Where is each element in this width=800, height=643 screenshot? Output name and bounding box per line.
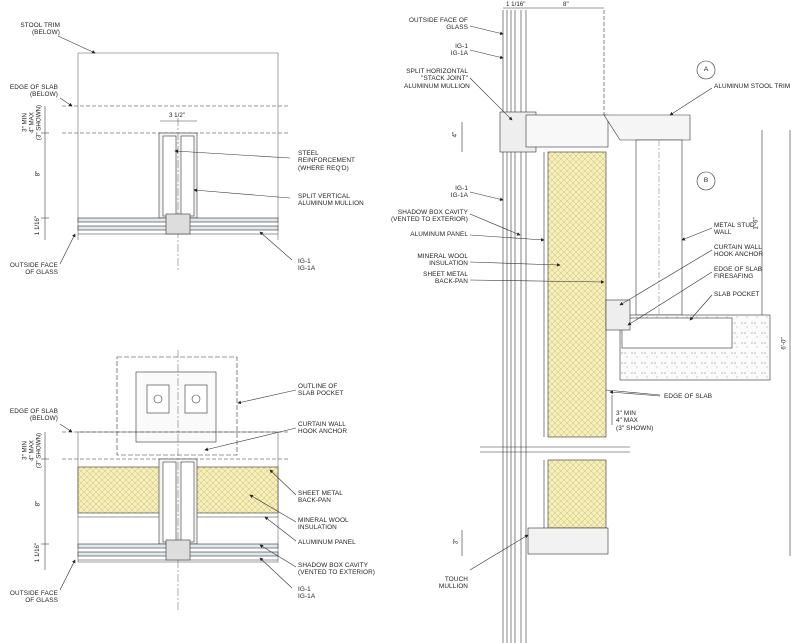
- top-dim-width: 3 1/2": [169, 112, 185, 119]
- top-ig-label: IG-1 IG-1A: [298, 258, 316, 273]
- section-aluminum-panel-label: ALUMINUM PANEL: [410, 231, 468, 238]
- section-tag-b-circle: [696, 171, 716, 191]
- section-touch-mullion-label: TOUCH MULLION: [438, 576, 468, 591]
- wall-section: [461, 7, 791, 643]
- section-back-pan-label: SHEET METAL BACK-PAN: [423, 271, 468, 286]
- section-ig-top-label: IG-1 IG-1A: [450, 43, 468, 58]
- bottom-edge-of-slab-label: EDGE OF SLAB (BELOW): [9, 408, 58, 423]
- section-dim-3: 3": [452, 538, 460, 545]
- section-dim-depth: 8": [563, 1, 569, 8]
- bottom-ig-label: IG-1 IG-1A: [298, 586, 316, 601]
- bottom-plan: [41, 350, 297, 610]
- section-metal-stud-label: METAL STUD WALL: [714, 222, 755, 237]
- bottom-dim-depth: 8": [34, 500, 42, 507]
- section-stool-trim-label: ALUMINUM STOOL TRIM: [714, 83, 791, 90]
- section-tag-a-circle: [696, 60, 716, 80]
- section-dim-6-0: 6'-0": [780, 337, 788, 350]
- section-dim-1-6: 1'-6": [752, 217, 760, 230]
- section-outside-face-label: OUTSIDE FACE OF GLASS: [408, 17, 468, 32]
- bottom-outline-pocket-label: OUTLINE OF SLAB POCKET: [298, 383, 344, 398]
- bottom-hook-anchor-label: CURTAIN WALL HOOK ANCHOR: [298, 421, 348, 436]
- section-tag-a: A: [703, 66, 709, 73]
- bottom-shadow-box-label: SHADOW BOX CAVITY (VENTED TO EXTERIOR): [298, 562, 376, 577]
- top-steel-reinforcement-label: STEEL REINFORCEMENT (WHERE REQ'D): [298, 150, 356, 172]
- top-outside-face-label: OUTSIDE FACE OF GLASS: [9, 262, 58, 277]
- top-dim-edge: 3" MIN 4" MAX (3" SHOWN): [21, 104, 43, 141]
- bottom-dim-edge: 3" MIN 4" MAX (3" SHOWN): [21, 432, 43, 469]
- section-dim-4: 4": [451, 131, 459, 138]
- top-stool-trim-label: STOOL TRIM (BELOW): [20, 22, 60, 37]
- section-mineral-wool-label: MINERAL WOOL INSULATION: [417, 253, 468, 268]
- top-dim-glass: 1 1/16": [34, 215, 42, 236]
- bottom-aluminum-panel-label: ALUMINUM PANEL: [298, 539, 356, 546]
- top-split-mullion-label: SPLIT VERTICAL ALUMINUM MULLION: [298, 193, 364, 208]
- section-split-horizontal-label: SPLIT HORIZONTAL "STACK JOINT" ALUMINUM …: [404, 68, 470, 90]
- top-dim-depth: 8": [34, 170, 42, 177]
- section-ig-mid-label: IG-1 IG-1A: [450, 185, 468, 200]
- bottom-back-pan-label: SHEET METAL BACK-PAN: [298, 490, 343, 505]
- section-slab-pocket-label: SLAB POCKET: [714, 291, 760, 298]
- section-edge-of-slab-label: EDGE OF SLAB: [664, 393, 713, 400]
- section-firesafing-label: EDGE OF SLAB FIRESAFING: [714, 266, 763, 281]
- section-shadow-box-label: SHADOW BOX CAVITY (VENTED TO EXTERIOR): [390, 209, 468, 224]
- bottom-dim-glass: 1 1/16": [34, 542, 42, 563]
- top-edge-of-slab-label: EDGE OF SLAB (BELOW): [9, 84, 58, 99]
- bottom-mineral-wool-label: MINERAL WOOL INSULATION: [298, 517, 349, 532]
- section-dim-glass: 1 1/16": [506, 1, 526, 8]
- section-tag-b: B: [703, 177, 709, 184]
- top-plan: [41, 35, 293, 270]
- bottom-outside-face-label: OUTSIDE FACE OF GLASS: [9, 590, 58, 605]
- section-dim-edge-label: 3" MIN 4" MAX (3" SHOWN): [616, 410, 654, 432]
- section-hook-anchor-label: CURTAIN WALL HOOK ANCHOR: [714, 244, 764, 259]
